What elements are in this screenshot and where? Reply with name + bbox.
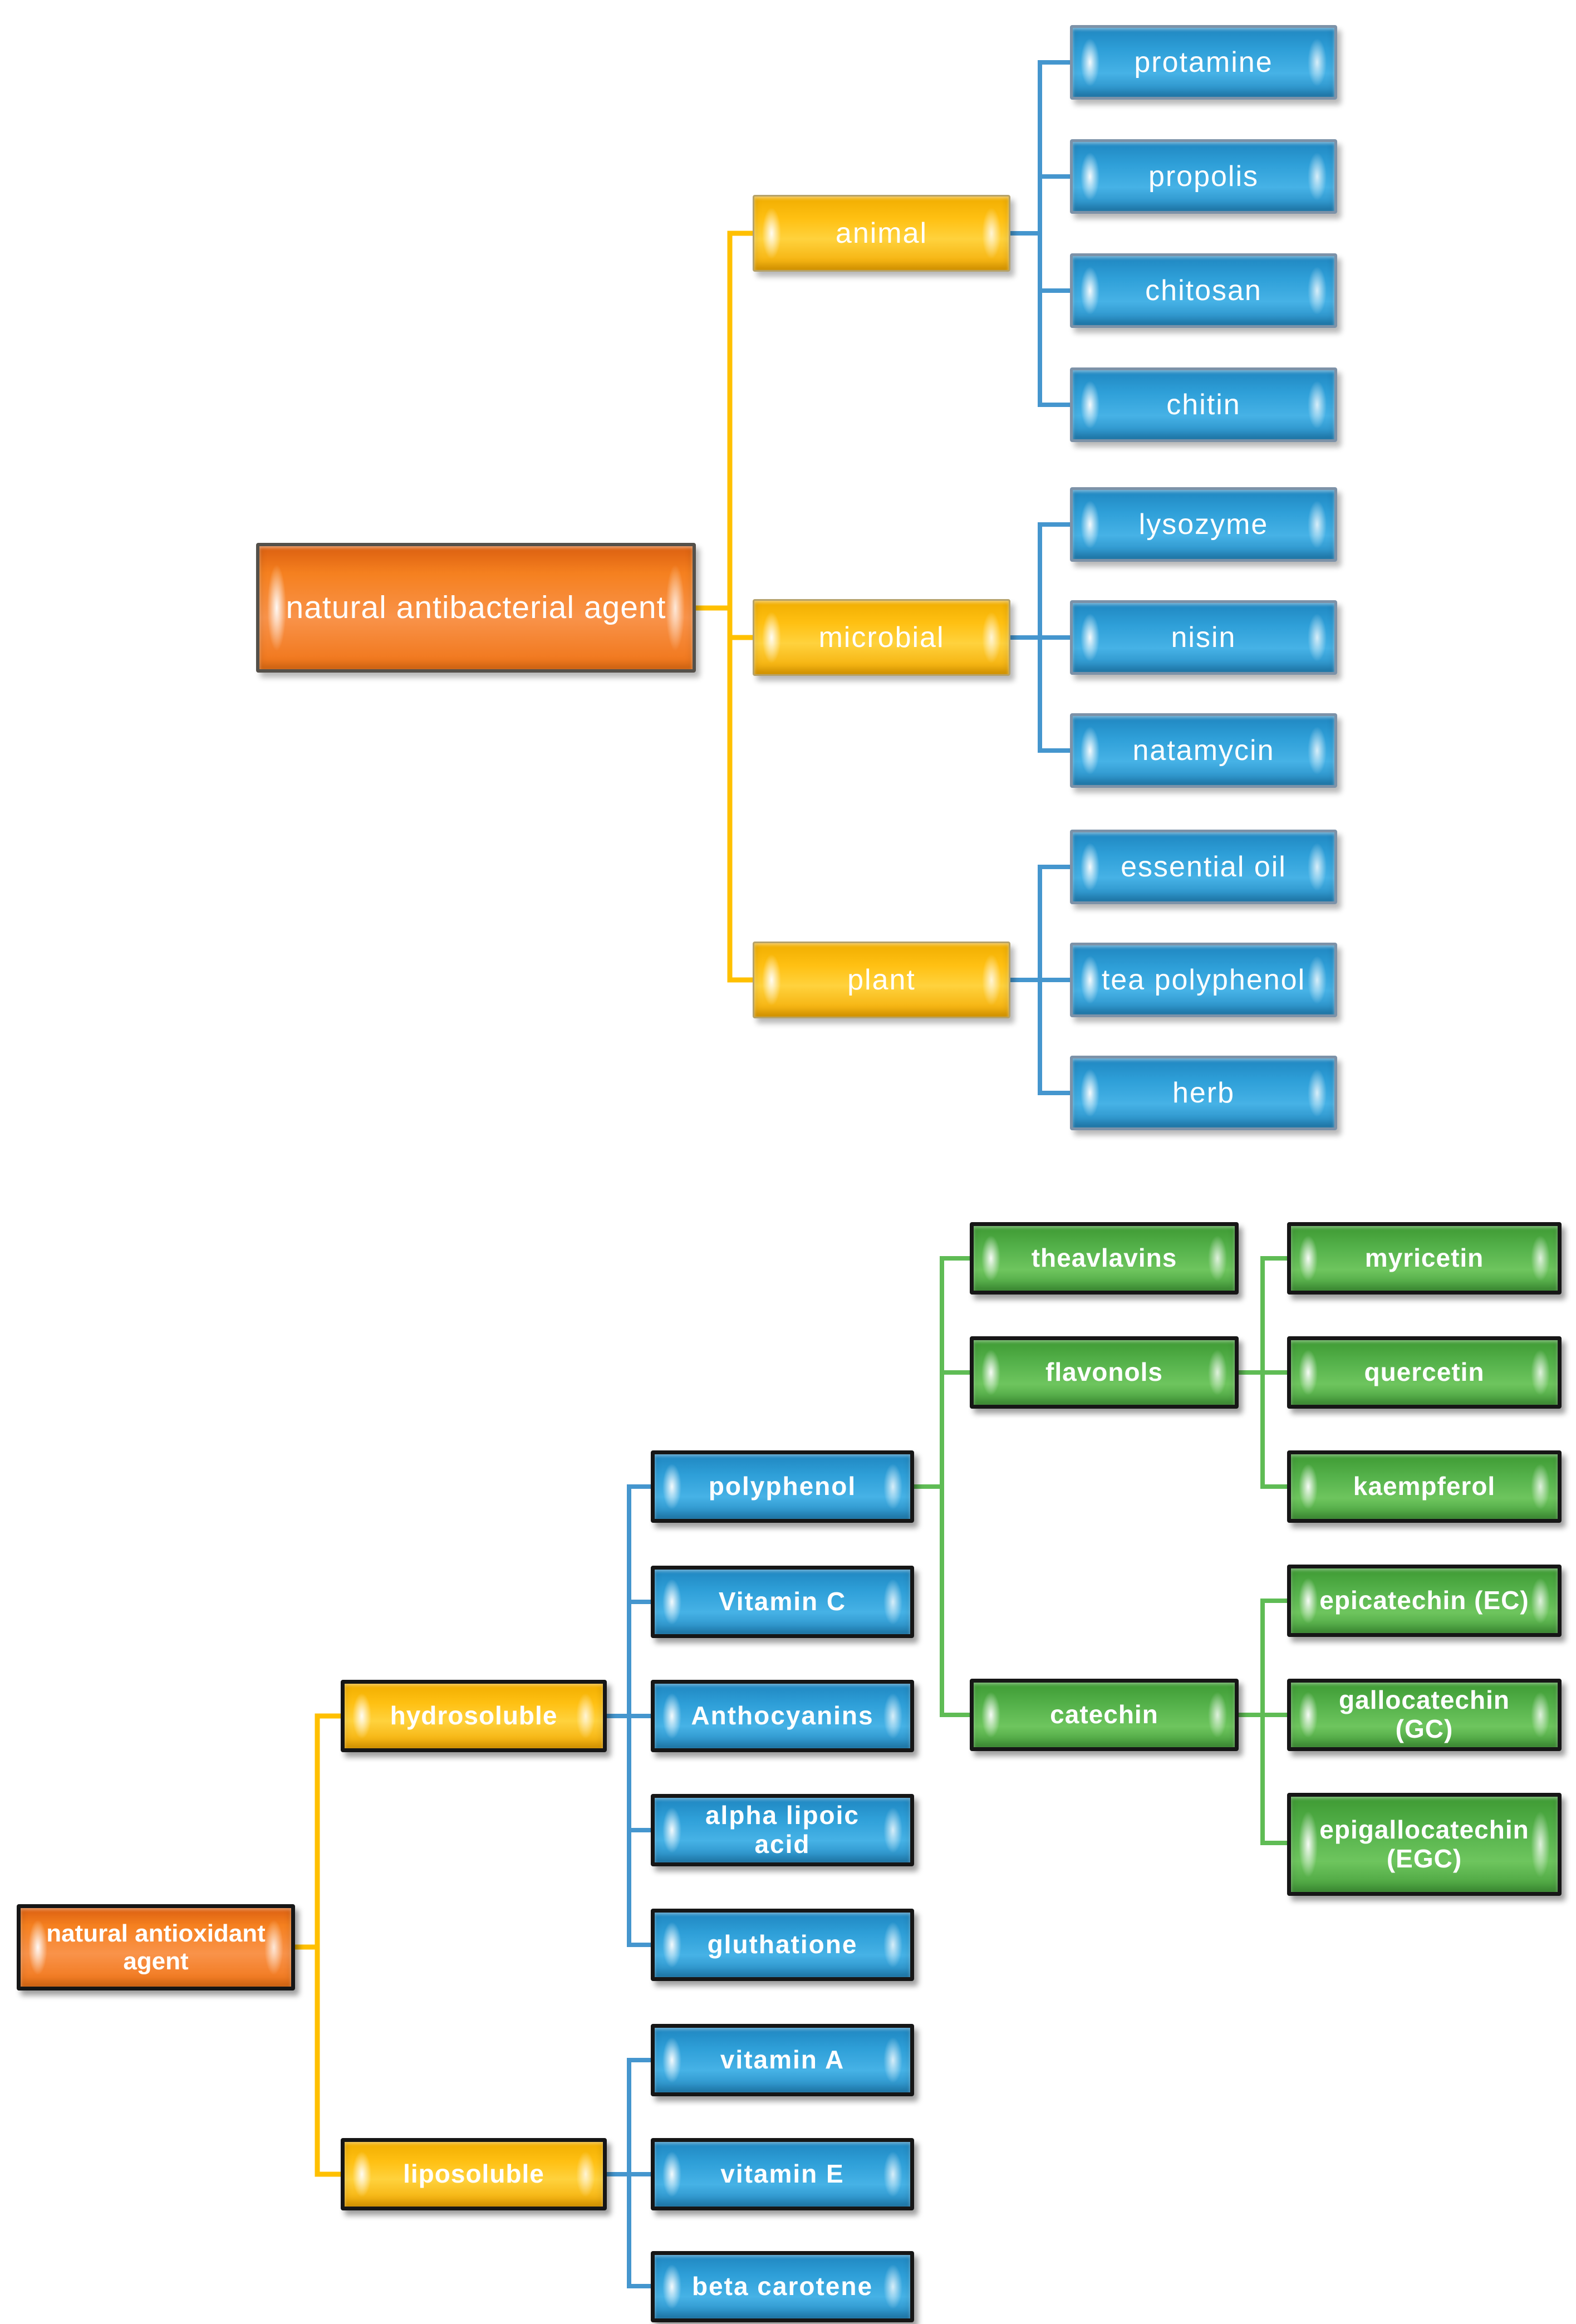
node-myricetin: myricetin <box>1287 1222 1562 1295</box>
node-label: polyphenol <box>708 1472 857 1501</box>
node-hydrosoluble: hydrosoluble <box>341 1680 607 1752</box>
node-alpha-lipoic-acid: alpha lipoic acid <box>651 1794 914 1866</box>
node-epigallocatechin-egc: epigallocatechin (EGC) <box>1287 1793 1562 1896</box>
node-epicatechin-ec: epicatechin (EC) <box>1287 1565 1562 1637</box>
node-label: vitamin A <box>720 2045 845 2075</box>
node-propolis: propolis <box>1070 139 1337 214</box>
node-tea-polyphenol: tea polyphenol <box>1070 943 1337 1017</box>
node-natural-antibacterial-agent: natural antibacterial agent <box>256 543 696 673</box>
node-beta-carotene: beta carotene <box>651 2251 914 2322</box>
node-label: myricetin <box>1364 1243 1484 1273</box>
node-label: natural antibacterial agent <box>286 589 666 625</box>
node-vitamin-e: vitamin E <box>651 2138 914 2210</box>
node-natural-antioxidant-agent: natural antioxidant agent <box>17 1904 295 1990</box>
node-label: lysozyme <box>1138 508 1269 541</box>
node-microbial: microbial <box>753 599 1010 676</box>
connector-polyphenol-children <box>912 1256 972 1717</box>
node-label: gluthatione <box>707 1930 858 1959</box>
node-label: hydrosoluble <box>390 1701 558 1730</box>
node-theavlavins: theavlavins <box>970 1222 1239 1295</box>
node-label: beta carotene <box>691 2272 873 2301</box>
node-label: tea polyphenol <box>1101 963 1306 996</box>
node-label: chitin <box>1166 388 1241 421</box>
node-label: Anthocyanins <box>691 1701 874 1730</box>
node-vitamin-c: Vitamin C <box>651 1566 914 1638</box>
node-label: herb <box>1172 1076 1235 1109</box>
node-label: theavlavins <box>1031 1243 1177 1273</box>
node-flavonols: flavonols <box>970 1336 1239 1409</box>
node-natamycin: natamycin <box>1070 713 1337 788</box>
node-essential-oil: essential oil <box>1070 830 1337 904</box>
connector-antioxidant-root-branches <box>292 1713 343 2177</box>
node-label: epicatechin (EC) <box>1319 1586 1529 1615</box>
node-kaempferol: kaempferol <box>1287 1450 1562 1523</box>
node-label: chitosan <box>1145 274 1262 307</box>
node-label: Vitamin C <box>718 1587 847 1616</box>
node-gluthatione: gluthatione <box>651 1909 914 1981</box>
node-label: natamycin <box>1132 734 1275 767</box>
connector-flavonols-children <box>1236 1256 1289 1489</box>
node-label: protamine <box>1134 46 1273 79</box>
connector-animal-children <box>1008 60 1072 407</box>
connector-microbial-children <box>1008 522 1072 753</box>
node-catechin: catechin <box>970 1679 1239 1751</box>
node-label: epigallocatechin (EGC) <box>1319 1815 1529 1873</box>
node-label: microbial <box>818 621 945 654</box>
node-lysozyme: lysozyme <box>1070 487 1337 562</box>
node-label: natural antioxidant agent <box>46 1920 266 1975</box>
node-animal: animal <box>753 195 1010 272</box>
connector-liposoluble-children <box>605 2058 653 2288</box>
node-label: plant <box>847 963 916 996</box>
node-gallocatechin-gc: gallocatechin (GC) <box>1287 1679 1562 1751</box>
node-liposoluble: liposoluble <box>341 2138 607 2210</box>
node-polyphenol: polyphenol <box>651 1450 914 1523</box>
node-chitosan: chitosan <box>1070 253 1337 328</box>
node-label: vitamin E <box>720 2159 845 2189</box>
node-label: essential oil <box>1121 850 1287 883</box>
connector-plant-children <box>1008 865 1072 1095</box>
node-label: alpha lipoic acid <box>705 1801 860 1859</box>
node-label: gallocatechin (GC) <box>1339 1685 1510 1743</box>
node-label: propolis <box>1148 160 1259 193</box>
node-label: quercetin <box>1364 1357 1485 1387</box>
node-protamine: protamine <box>1070 25 1337 100</box>
node-nisin: nisin <box>1070 600 1337 675</box>
node-vitamin-a: vitamin A <box>651 2024 914 2096</box>
node-label: liposoluble <box>403 2159 544 2189</box>
node-herb: herb <box>1070 1056 1337 1130</box>
node-label: flavonols <box>1045 1357 1163 1387</box>
node-label: catechin <box>1050 1700 1158 1729</box>
node-chitin: chitin <box>1070 367 1337 442</box>
node-label: kaempferol <box>1353 1472 1496 1501</box>
connector-catechin-children <box>1236 1599 1289 1845</box>
node-label: animal <box>835 217 928 249</box>
node-anthocyanins: Anthocyanins <box>651 1680 914 1752</box>
node-plant: plant <box>753 942 1010 1018</box>
node-label: nisin <box>1171 621 1236 654</box>
node-quercetin: quercetin <box>1287 1336 1562 1409</box>
connector-hydrosoluble-children <box>605 1484 653 1947</box>
connector-antibacterial-root-branches <box>693 231 755 983</box>
